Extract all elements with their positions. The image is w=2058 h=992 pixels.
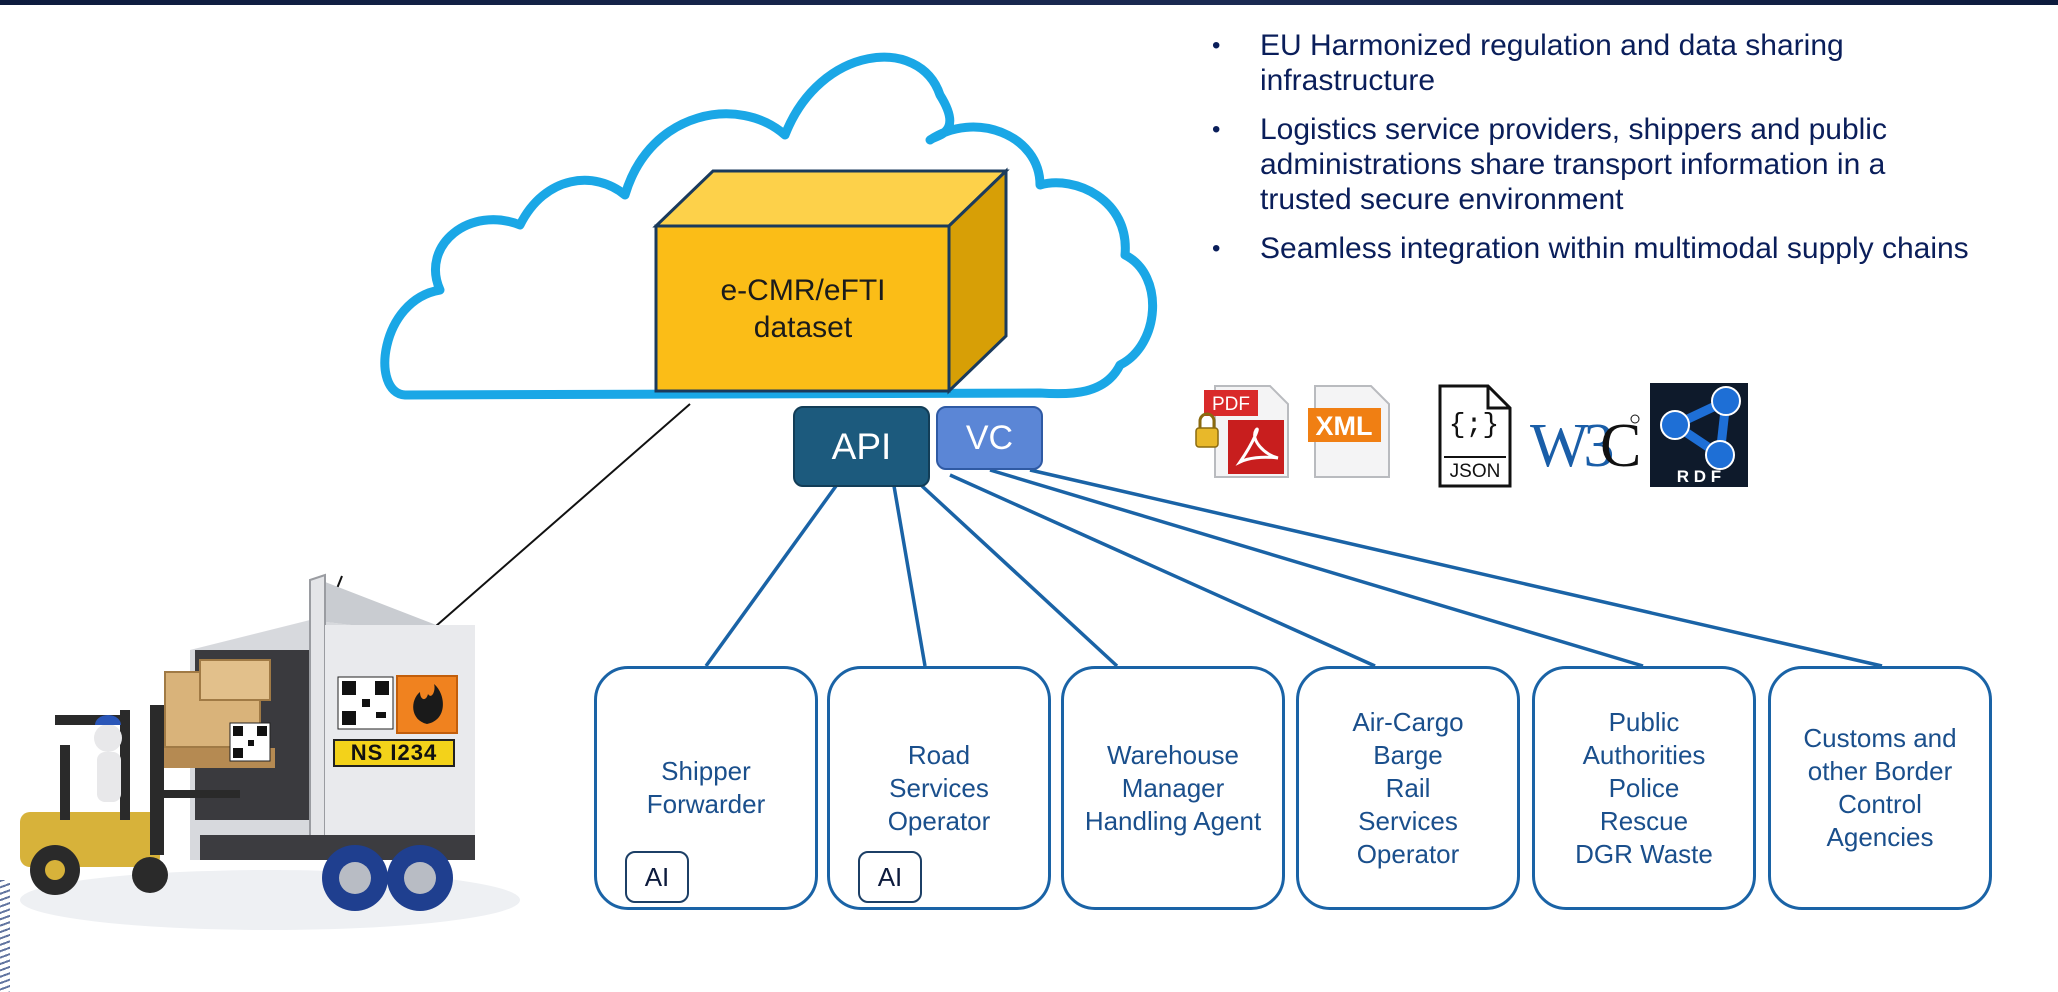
actor-label: Customs and other Border Control Agencie… [1803, 723, 1957, 852]
connector-line [989, 468, 1644, 668]
connector-line [1029, 468, 1883, 668]
actor-shipper-forwarder: Shipper Forwarder AI [594, 666, 818, 910]
actor-label: Shipper Forwarder [646, 756, 766, 819]
w3c-logo-icon: W3 C [1530, 412, 1641, 480]
bullet-dot-icon: • [1212, 32, 1221, 59]
cube-front [654, 224, 951, 393]
vc-node: VC [936, 406, 1043, 470]
svg-text:JSON: JSON [1450, 461, 1501, 482]
truck-link-line [419, 403, 691, 641]
json-file-icon: {;} JSON [1438, 384, 1512, 488]
actor-label: Public Authorities Police Rescue DGR Was… [1575, 706, 1713, 869]
connector-line [704, 484, 838, 668]
actor-label: Warehouse Manager Handling Agent [1084, 739, 1262, 836]
rdf-logo-icon: R D F [1650, 383, 1748, 487]
actor-warehouse-manager: Warehouse Manager Handling Agent [1061, 666, 1285, 910]
svg-text:PDF: PDF [1212, 394, 1250, 415]
bullet-dot-icon: • [1212, 116, 1221, 143]
bullet-list: •EU Harmonized regulation and data shari… [1208, 28, 1978, 280]
xml-file-icon: XML [1308, 385, 1390, 478]
bullet-dot-icon: • [1212, 235, 1221, 262]
dataset-label: e-CMR/eFTI dataset [720, 274, 886, 344]
actor-road-services-operator: Road Services Operator AI [827, 666, 1051, 910]
svg-text:XML: XML [1316, 411, 1373, 441]
connector-line [892, 485, 927, 667]
actor-public-authorities: Public Authorities Police Rescue DGR Was… [1532, 666, 1756, 910]
svg-text:R D F: R D F [1677, 467, 1721, 486]
connector-line [920, 484, 1119, 668]
api-node: API [793, 406, 930, 487]
bullet-item: •EU Harmonized regulation and data shari… [1212, 29, 1844, 97]
svg-text:W3: W3 [1530, 412, 1613, 480]
bullet-item: •Seamless integration within multimodal … [1212, 232, 1969, 265]
pdf-file-icon: PDF [1195, 385, 1289, 478]
corner-decoration [0, 880, 10, 992]
actor-air-cargo-barge-rail: Air-Cargo Barge Rail Services Operator [1296, 666, 1520, 910]
connector-line [949, 473, 1376, 668]
top-accent-bar [0, 0, 2058, 5]
ai-badge: AI [858, 851, 922, 903]
svg-text:{;}: {;} [1449, 410, 1499, 441]
actor-customs-border-control: Customs and other Border Control Agencie… [1768, 666, 1992, 910]
connector-lines [704, 468, 1883, 668]
actor-label: Road Services Operator [887, 739, 991, 836]
ai-badge: AI [625, 851, 689, 903]
bullet-item: •Logistics service providers, shippers a… [1212, 113, 1887, 216]
actor-label: Air-Cargo Barge Rail Services Operator [1352, 706, 1464, 869]
cube-top [652, 169, 1010, 228]
truck-illustration [20, 573, 520, 930]
license-plate: NS I234 [333, 739, 455, 767]
svg-text:C: C [1600, 412, 1641, 480]
